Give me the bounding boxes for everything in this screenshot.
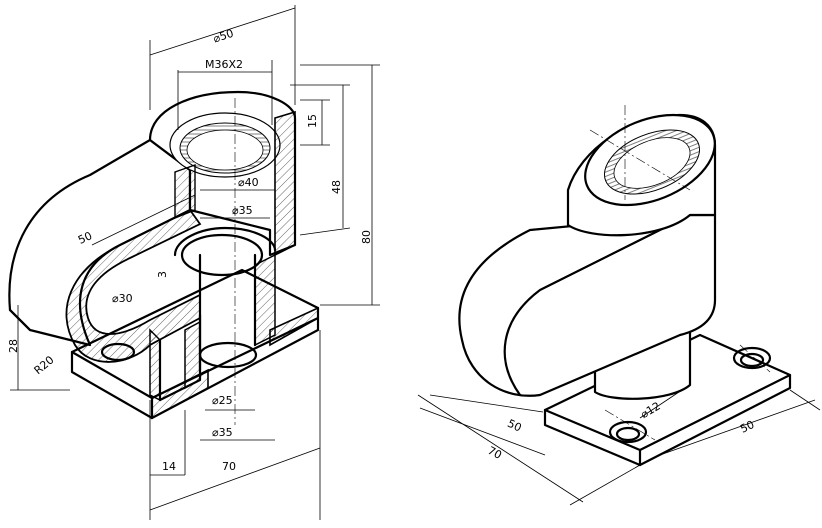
dim-thread: M36X2 bbox=[205, 58, 243, 71]
dim-width-14: 14 bbox=[162, 460, 176, 473]
dim-right-50-right: 50 bbox=[738, 418, 756, 436]
dim-height-28: 28 bbox=[7, 339, 20, 353]
dim-bore-25: ⌀25 bbox=[212, 394, 233, 407]
left-sectioned-view: ⌀50 M36X2 15 48 80 ⌀40 ⌀35 50 ⌀30 3 28 R… bbox=[7, 5, 380, 520]
dim-depth-15: 15 bbox=[306, 114, 319, 128]
dim-small-3: 3 bbox=[156, 271, 169, 278]
dim-radius-20: R20 bbox=[32, 353, 57, 377]
right-curved-arm bbox=[458, 213, 717, 397]
dim-outer-diameter-top: ⌀50 bbox=[212, 27, 236, 46]
dim-inner-30: ⌀30 bbox=[112, 292, 133, 305]
dim-bore-35-upper: ⌀35 bbox=[232, 204, 253, 217]
dim-width-70: 70 bbox=[222, 460, 236, 473]
dim-height-48: 48 bbox=[330, 180, 343, 194]
dim-bore-40: ⌀40 bbox=[238, 176, 259, 189]
dim-right-70: 70 bbox=[485, 444, 503, 462]
dim-bore-35-lower: ⌀35 bbox=[212, 426, 233, 439]
dim-right-50-left: 50 bbox=[505, 417, 523, 435]
right-isometric-view: 50 70 ⌀12 50 bbox=[417, 105, 821, 506]
dim-height-80: 80 bbox=[360, 230, 373, 244]
dim-length-50: 50 bbox=[76, 229, 94, 247]
